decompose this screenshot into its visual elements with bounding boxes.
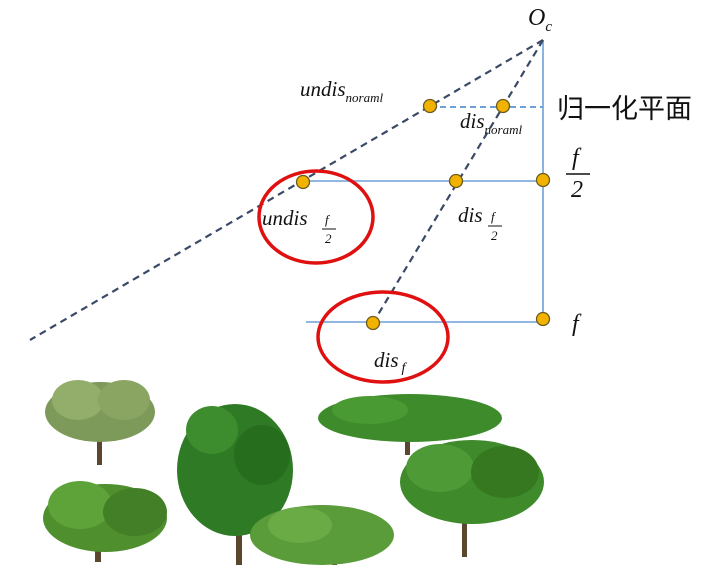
focal-label: f (572, 311, 582, 337)
point-dis-f (365, 315, 381, 331)
highlight-undis-half (257, 169, 375, 265)
undis-normal-label: undisnoraml (300, 77, 383, 105)
undis-half-label: undis f 2 (262, 206, 336, 246)
tree-3 (177, 404, 293, 565)
tree-1 (45, 380, 155, 465)
dis-normal-label: disnoraml (460, 109, 522, 137)
svg-text:f: f (325, 212, 331, 227)
tree-5 (318, 394, 502, 455)
normalized-plane-label: 归一化平面 (557, 94, 692, 125)
tree-2 (43, 481, 167, 562)
point-undis-normal (422, 98, 438, 114)
point-axis-half (535, 172, 551, 188)
half-focal-label: f 2 (566, 145, 590, 203)
svg-text:f: f (491, 209, 497, 224)
point-undis-half (295, 174, 311, 190)
point-axis-f (535, 311, 551, 327)
svg-text:undis: undis (262, 206, 308, 230)
svg-text:dis: dis (458, 203, 483, 227)
highlight-dis-f (316, 290, 450, 384)
svg-text:2: 2 (325, 231, 332, 246)
dis-half-label: dis f 2 (458, 203, 502, 243)
tree-4 (250, 505, 394, 565)
tree-6 (400, 440, 544, 557)
point-dis-normal (495, 98, 511, 114)
svg-text:2: 2 (571, 177, 583, 203)
origin-label: Oc (528, 5, 552, 35)
undistorted-ray (29, 39, 544, 341)
point-dis-half (448, 173, 464, 189)
svg-text:2: 2 (491, 228, 498, 243)
svg-text:f: f (572, 145, 582, 171)
